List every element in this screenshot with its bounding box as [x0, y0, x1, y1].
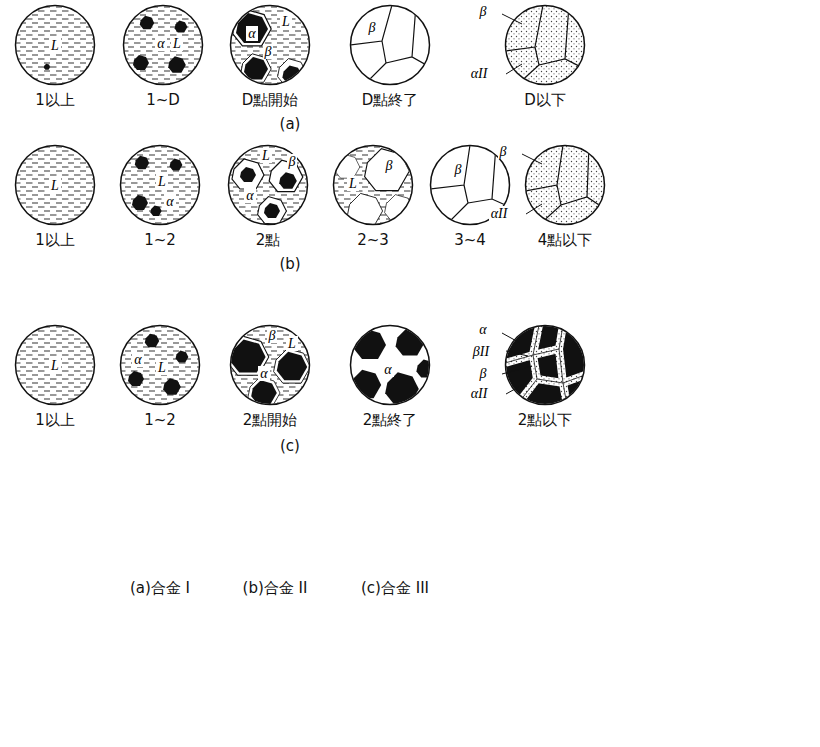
micrograph-circle: α: [350, 325, 430, 405]
stage-caption: 2點以下: [518, 411, 573, 429]
phase-label: α: [155, 36, 166, 51]
phase-label: αII: [489, 206, 510, 221]
circle-outline: [505, 325, 585, 405]
figure-caption: (c)合金 III: [361, 579, 429, 597]
figure-caption: (b)合金 II: [243, 579, 308, 597]
stage-caption: 4點以下: [538, 231, 593, 249]
phase-label: β: [384, 158, 395, 173]
stage-caption: (b): [279, 255, 300, 273]
phase-label: α: [246, 26, 257, 41]
micrograph-circle: Lαβ: [230, 5, 310, 85]
stage-caption: 3~4: [454, 231, 486, 249]
stage-caption: 2~3: [357, 231, 389, 249]
phase-label: β: [267, 328, 278, 343]
micrograph-circle: L: [15, 145, 95, 225]
phase-label: β: [287, 154, 298, 169]
micrograph-circle: βαII: [505, 5, 585, 85]
circle-outline: [333, 145, 413, 225]
stage-caption: 1以上: [35, 91, 75, 109]
phase-label: L: [171, 36, 183, 51]
micrograph-circle: L: [15, 5, 95, 85]
stage-caption: (c): [280, 437, 300, 455]
micrograph-circle: αL: [123, 5, 203, 85]
phase-label: L: [49, 38, 61, 53]
figure-caption: (a)合金 I: [130, 579, 190, 597]
circle-outline: [525, 145, 605, 225]
phase-label: α: [244, 188, 255, 203]
circle-outline: [505, 5, 585, 85]
phase-label: L: [156, 174, 168, 189]
phase-label: β: [478, 366, 489, 381]
phase-label: L: [260, 148, 272, 163]
phase-label: β: [367, 20, 378, 35]
phase-label: β: [453, 162, 464, 177]
micrograph-circle: βαII: [525, 145, 605, 225]
stage-caption: 2點開始: [243, 411, 298, 429]
phase-label: αII: [469, 386, 490, 401]
phase-label: L: [280, 14, 292, 29]
micrograph-circle: αβIIβαII: [505, 325, 585, 405]
phase-label: α: [164, 194, 175, 209]
phase-label: β: [498, 144, 509, 159]
stage-caption: 1~2: [144, 411, 176, 429]
stage-caption: D點終了: [362, 91, 419, 109]
phase-label: α: [477, 322, 488, 337]
phase-label: L: [156, 360, 168, 375]
phase-label: α: [132, 352, 143, 367]
micrograph-circle: Lβ α: [228, 145, 308, 225]
stage-caption: 1~2: [144, 231, 176, 249]
phase-label: β: [478, 4, 489, 19]
phase-label: L: [347, 176, 359, 191]
micrograph-circle: L: [15, 325, 95, 405]
micrograph-circle: β α L: [230, 325, 310, 405]
phase-label: βII: [471, 344, 491, 359]
stage-caption: (a): [280, 115, 301, 133]
stage-caption: D點開始: [242, 91, 299, 109]
phase-label: L: [286, 336, 298, 351]
phase-label: L: [49, 178, 61, 193]
stage-caption: 2點: [256, 231, 281, 249]
phase-label: αII: [469, 66, 490, 81]
phase-label: β: [263, 44, 274, 59]
phase-label: L: [49, 358, 61, 373]
stage-caption: 1以上: [35, 411, 75, 429]
stage-caption: 1以上: [35, 231, 75, 249]
circle-outline: [350, 5, 430, 85]
stage-caption: D以下: [524, 91, 566, 109]
stage-caption: 2點終了: [363, 411, 418, 429]
micrograph-circle: Lβ: [333, 145, 413, 225]
phase-label: α: [258, 366, 269, 381]
micrograph-circle: β: [350, 5, 430, 85]
micrograph-circle: Lα: [120, 145, 200, 225]
phase-label: α: [382, 362, 393, 377]
stage-caption: 1~D: [146, 91, 180, 109]
micrograph-circle: Lα: [120, 325, 200, 405]
